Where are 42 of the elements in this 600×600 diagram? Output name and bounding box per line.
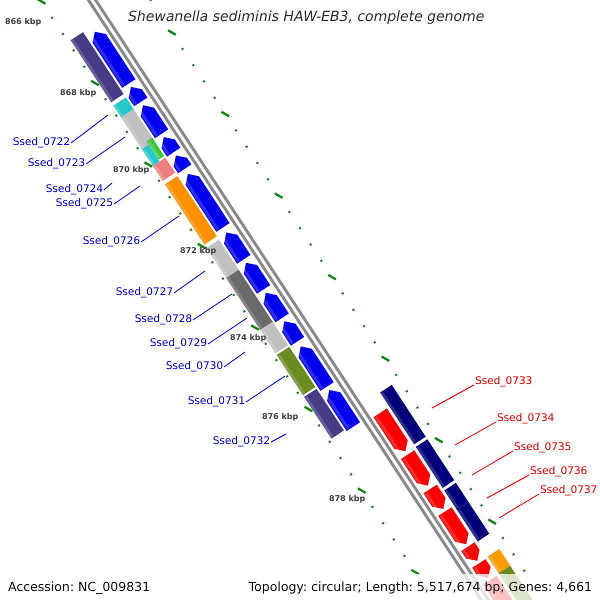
position-label: 878 kbp [329,494,366,503]
gene-label: Ssed_0736 [530,465,588,477]
gene-label: Ssed_0726 [82,235,140,247]
leader-line [486,474,530,498]
gene-label: Ssed_0722 [12,136,70,148]
gene-label: Ssed_0737 [540,484,598,496]
gene-label: Ssed_0723 [28,157,85,169]
leader-line [192,294,232,320]
position-label: 876 kbp [262,412,298,421]
gene-label: Ssed_0730 [166,360,223,372]
leader-line [224,352,246,368]
leader-line [104,182,112,190]
accession-text: Accession: NC_009831 [8,579,150,594]
leader-line [174,270,206,294]
gene-label: Ssed_0732 [212,435,270,447]
position-label: 866 kbp [5,17,42,26]
position-label: 868 kbp [60,88,96,97]
gene-label: Ssed_0727 [116,286,173,298]
gene-label: Ssed_0728 [134,313,192,325]
position-label: 874 kbp [230,333,266,342]
gene-label: Ssed_0733 [475,375,532,387]
gene-label: Ssed_0731 [188,395,245,407]
leader-line [246,376,286,402]
leader-line [70,114,108,144]
leader-line [114,186,140,204]
map-title: Shewanella sediminis HAW-EB3, complete genome [128,9,484,25]
leader-line [432,384,474,408]
gene-label: Ssed_0724 [46,183,103,195]
gene-label: Ssed_0729 [150,337,207,349]
leader-line [208,318,248,344]
gene-label: Ssed_0734 [497,412,554,424]
leader-line [270,434,286,442]
leader-line [472,450,514,476]
leader-line [454,422,496,446]
position-label: 870 kbp [113,165,150,174]
gene-label: Ssed_0735 [514,441,572,453]
leader-line [140,216,180,242]
genome-stats: Topology: circular; Length: 5,517,674 bp; Genes: 4,661 [248,579,592,594]
leader-line [498,494,540,518]
position-label: 872 kbp [180,246,216,255]
gene-label: Ssed_0725 [56,197,113,209]
leader-line [86,136,126,164]
